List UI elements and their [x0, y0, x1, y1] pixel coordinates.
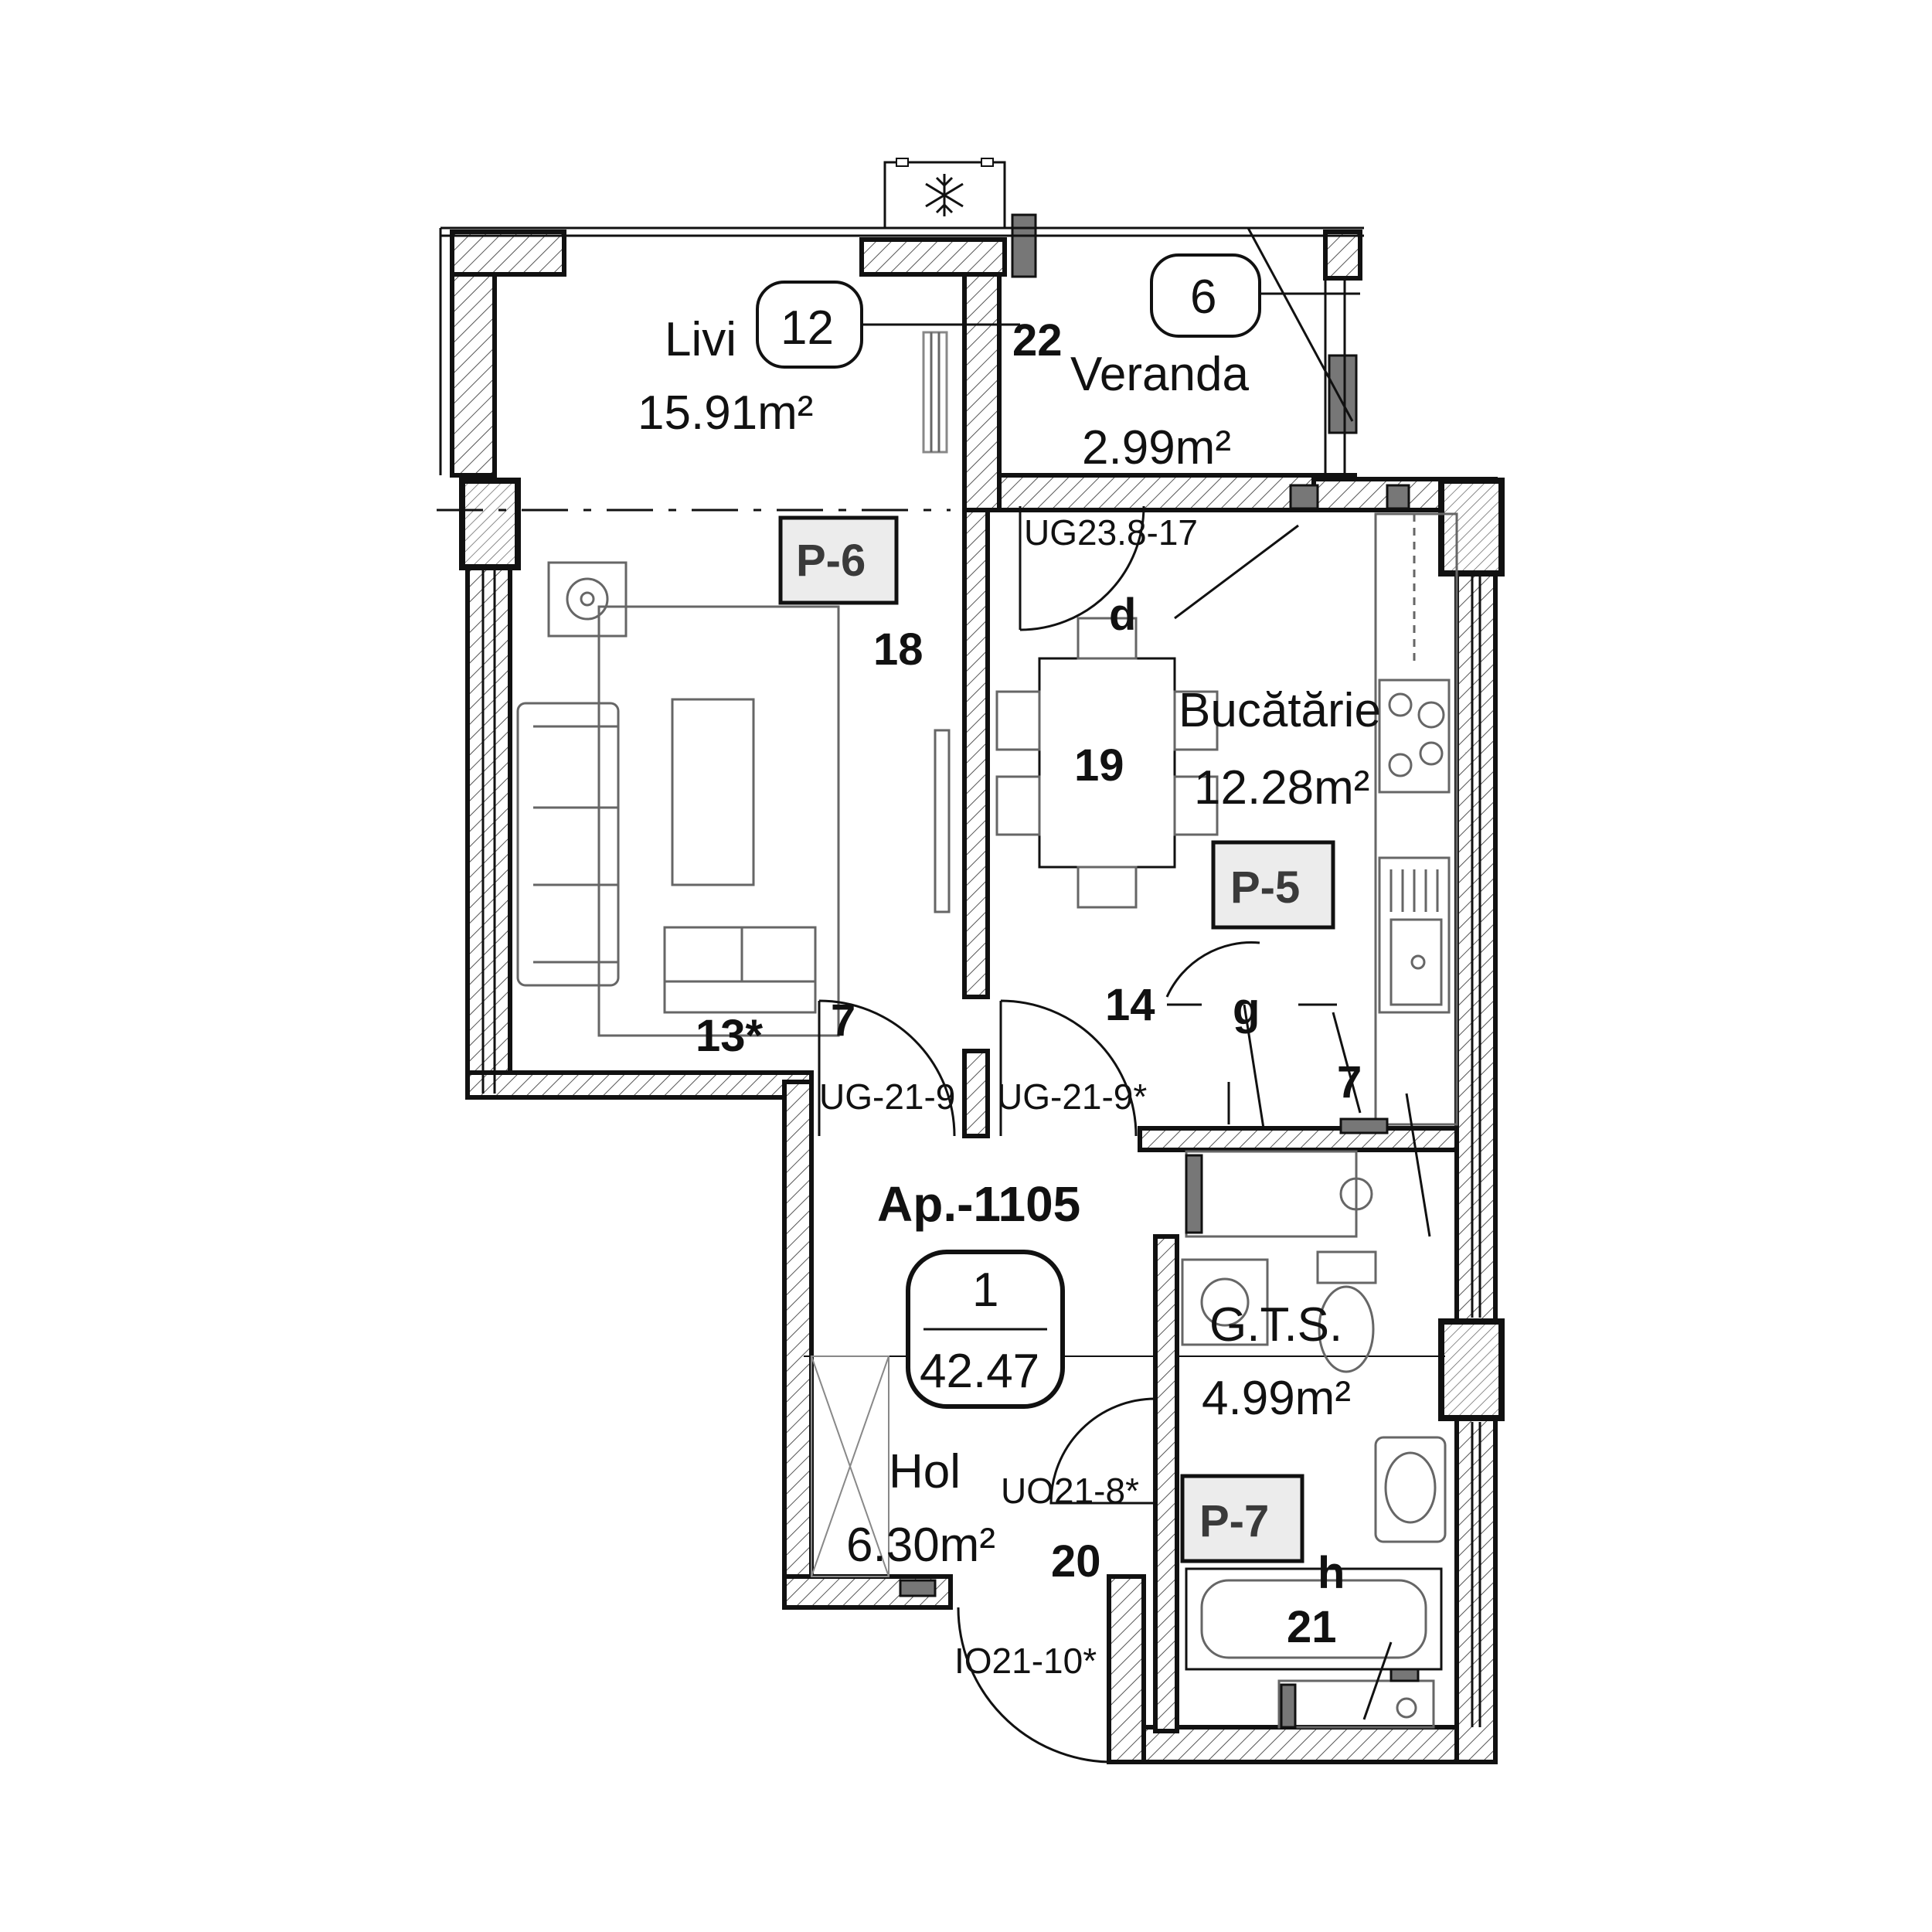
kitchen-name: Bucătărie	[1179, 684, 1381, 737]
tag-p6-label: P-6	[796, 536, 866, 586]
door-veranda-kitchen	[1019, 505, 1145, 631]
hall-name: Hol	[889, 1445, 961, 1498]
door-code-ug21-left: UG-21-9	[819, 1077, 955, 1117]
wall-entrance-jamb	[1107, 1574, 1146, 1764]
wall-living-veranda	[962, 272, 1002, 512]
tag-p5-label: P-5	[1230, 862, 1300, 913]
tag-p6	[778, 515, 899, 605]
marker-22: 22	[1012, 315, 1063, 366]
sink-icon	[1378, 856, 1451, 1014]
column-left	[459, 478, 521, 570]
wall-living-top	[450, 230, 566, 277]
bathtub-icon	[1185, 1567, 1443, 1671]
apartment-badge-number: 1	[972, 1264, 998, 1317]
door-entrance	[957, 1607, 1111, 1764]
boiler	[1277, 1679, 1435, 1729]
snowflake-icon	[925, 174, 964, 216]
armchair	[547, 561, 628, 638]
sofa	[516, 702, 620, 987]
living-name: Livi	[665, 313, 736, 366]
wall-living-kitchen	[962, 508, 990, 999]
bathroom-area: 4.99m²	[1202, 1372, 1351, 1425]
toilet	[1316, 1250, 1377, 1284]
window-lines	[437, 226, 1481, 1727]
marker-20: 20	[1051, 1536, 1101, 1587]
marker-18: 18	[873, 624, 923, 675]
wall-living-top-mid	[859, 237, 1007, 277]
door-living	[818, 999, 956, 1137]
hall-wardrobe	[811, 1355, 889, 1577]
washbasin-icon	[1374, 1436, 1447, 1543]
duct-kitchen-1	[1289, 484, 1319, 510]
marker-21: 21	[1287, 1602, 1337, 1652]
coffee-table	[671, 698, 755, 886]
labels: Livi 15.91m² 12 Veranda 2.99m² 6 Bucătăr…	[638, 270, 1381, 1681]
bubble-veranda	[1150, 253, 1261, 338]
tag-p7-label: P-7	[1199, 1496, 1269, 1546]
door-code-ug23: UG23.8-17	[1024, 512, 1198, 553]
door-kitchen	[999, 999, 1138, 1137]
wall-living-bottom	[465, 1070, 814, 1100]
columns	[459, 213, 1505, 1421]
bubble-living	[756, 281, 863, 369]
bathroom-name: G.T.S.	[1209, 1298, 1342, 1352]
living-furniture	[516, 331, 951, 1037]
rug	[597, 605, 840, 1037]
wall-hall-left	[782, 1080, 814, 1594]
radiator-living	[922, 331, 948, 454]
column-right-top	[1438, 478, 1505, 577]
door-kitchen-arc	[1165, 941, 1260, 998]
washing-machine	[1181, 1258, 1269, 1346]
door-code-ug21-right: UG-21-9*	[997, 1077, 1147, 1117]
fridge	[1185, 1150, 1373, 1238]
tags	[778, 515, 1335, 1563]
apartment-label: Ap.-1105	[877, 1176, 1080, 1232]
wall-right-exterior	[1454, 477, 1498, 1764]
column-right-mid	[1438, 1318, 1505, 1421]
veranda-bubble-number: 6	[1190, 270, 1216, 324]
wall-veranda-top-right	[1323, 230, 1362, 281]
marker-13: 13*	[696, 1011, 764, 1061]
kitchen-furniture	[995, 512, 1458, 1238]
sofa-small	[663, 926, 817, 1014]
marker-d: d	[1109, 590, 1136, 640]
tag-p7	[1180, 1474, 1304, 1563]
doors	[818, 505, 1362, 1764]
marker-7-kitchen: 7	[1337, 1057, 1362, 1107]
wall-living-left	[465, 512, 512, 1096]
apartment-badge-area: 42.47	[920, 1345, 1039, 1398]
bathroom-furniture	[899, 1250, 1447, 1729]
duct-kitchen-2	[1386, 484, 1410, 510]
leader-lines	[862, 227, 1431, 1720]
marker-14: 14	[1105, 980, 1155, 1030]
marker-7-living: 7	[831, 995, 855, 1046]
marker-19: 19	[1074, 740, 1124, 791]
duct-veranda	[1011, 213, 1037, 278]
veranda-area: 2.99m²	[1082, 421, 1231, 474]
wall-kitchen-top	[1311, 477, 1459, 512]
veranda-name: Veranda	[1070, 348, 1250, 401]
living-bubble-number: 12	[781, 301, 834, 355]
marker-g: g	[1233, 984, 1260, 1034]
counter	[1374, 512, 1458, 1126]
door-code-uo21: UO21-8*	[1001, 1471, 1139, 1511]
ac-unit	[883, 158, 1006, 230]
marker-h: h	[1318, 1548, 1345, 1598]
wall-living-kitchen-low	[962, 1049, 990, 1138]
cooktop-icon	[1378, 679, 1451, 794]
wall-kitchen-bottom	[1138, 1126, 1459, 1152]
tag-p5	[1211, 840, 1335, 930]
room-bubbles	[756, 253, 1261, 1409]
wall-bath-bottom	[1141, 1725, 1498, 1764]
wall-bath-hall	[1153, 1234, 1179, 1733]
kitchen-area: 12.28m²	[1194, 761, 1369, 815]
tv-unit	[934, 729, 951, 913]
door-bath	[1049, 1397, 1156, 1505]
living-area: 15.91m²	[638, 386, 813, 440]
door-code-io21: IO21-10*	[954, 1641, 1097, 1681]
hall-area: 6.30m²	[846, 1519, 995, 1572]
